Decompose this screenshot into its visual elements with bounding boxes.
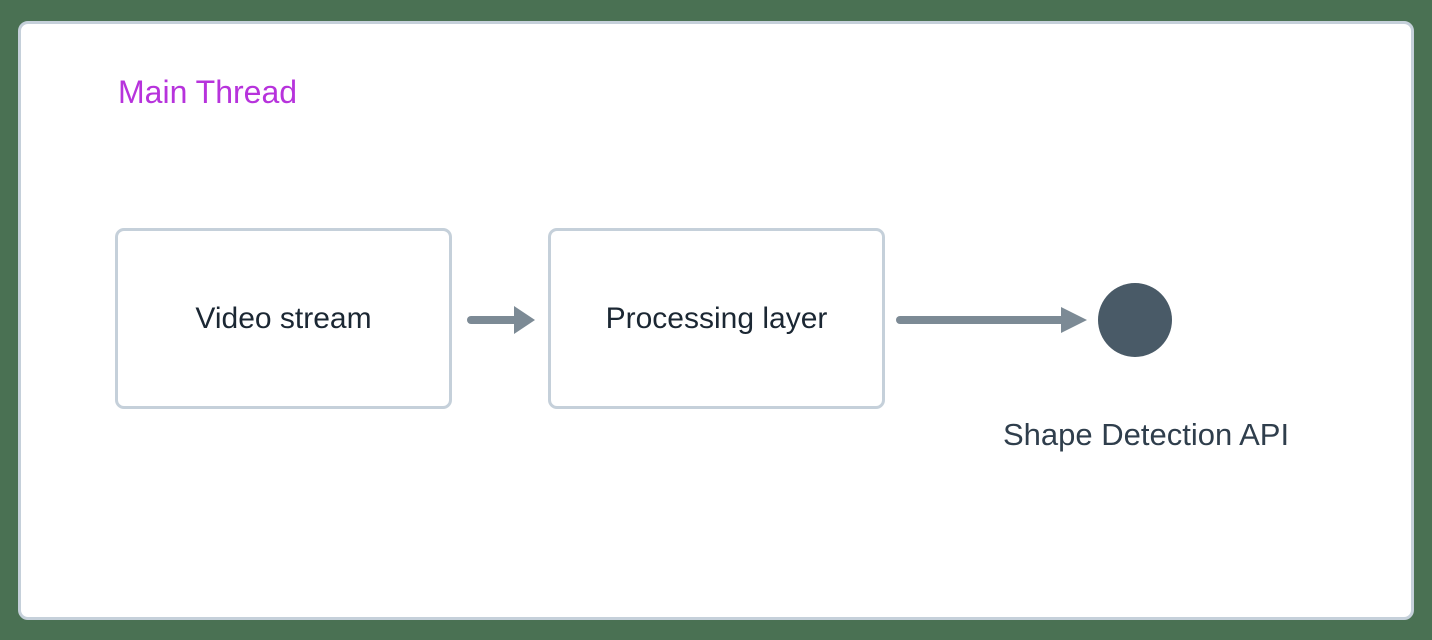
shape-detection-endpoint-circle [1098, 283, 1172, 357]
node-processing-layer-label: Processing layer [605, 301, 828, 335]
node-processing-layer: Processing layer [548, 228, 885, 409]
panel-title: Main Thread [118, 74, 298, 110]
node-video-stream-label: Video stream [195, 301, 372, 335]
arrow-head [1061, 307, 1087, 333]
arrow-right-icon [467, 306, 535, 334]
arrow-head [514, 306, 535, 334]
endpoint-label: Shape Detection API [1003, 417, 1290, 452]
arrow-right-icon [896, 307, 1087, 333]
node-video-stream: Video stream [115, 228, 452, 409]
main-thread-panel: Main Thread Video stream Processing laye… [18, 21, 1414, 620]
